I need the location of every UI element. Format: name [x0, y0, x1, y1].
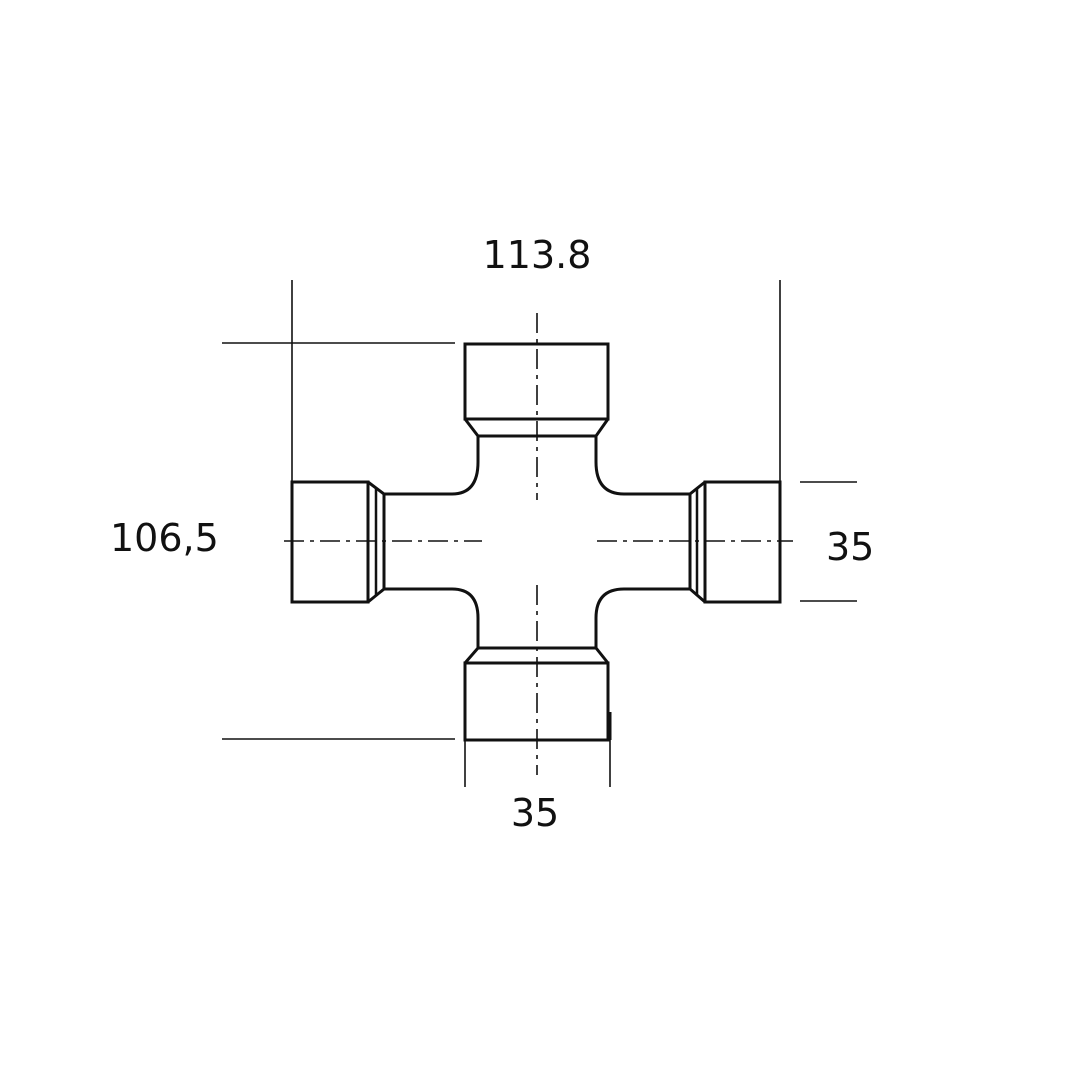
- right-bearing-cap: [688, 480, 782, 604]
- dimension-label-cap-width: 35: [511, 791, 559, 835]
- dimension-label-overall-width: 113.8: [483, 233, 592, 277]
- left-bearing-cap: [290, 480, 386, 604]
- cross-body-outline: [384, 436, 690, 648]
- dimension-label-cap-height: 35: [826, 525, 874, 569]
- dimension-label-overall-height: 106,5: [110, 516, 219, 560]
- dimension-lines: [222, 280, 857, 787]
- centerlines: [284, 313, 793, 775]
